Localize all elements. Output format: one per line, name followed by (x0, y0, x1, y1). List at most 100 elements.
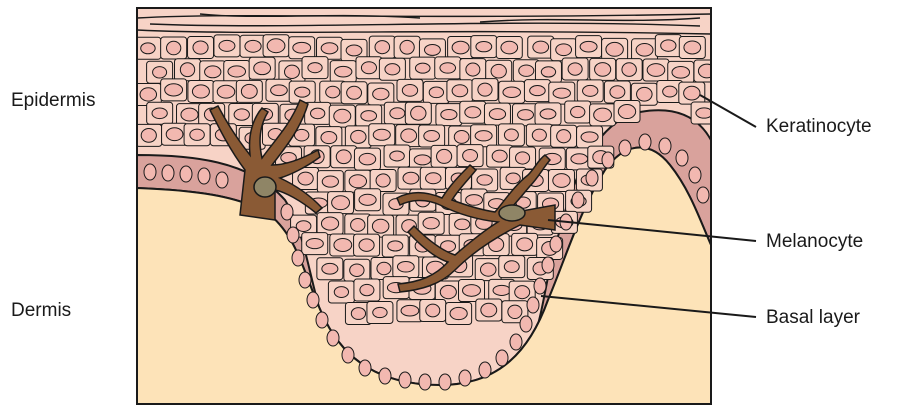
basal-cell-nucleus (534, 278, 546, 294)
keratinocyte-nucleus (400, 40, 414, 54)
keratinocyte-nucleus (571, 106, 585, 117)
keratinocyte-nucleus (663, 86, 677, 97)
keratinocyte-nucleus (332, 196, 350, 210)
basal-cell-nucleus (639, 134, 651, 150)
basal-cell-nucleus (307, 292, 319, 308)
keratinocyte-nucleus (501, 41, 518, 54)
keratinocyte-nucleus (375, 41, 390, 54)
keratinocyte-nucleus (217, 85, 235, 98)
basal-cell-nucleus (292, 250, 304, 266)
keratinocyte-label: Keratinocyte (766, 116, 872, 138)
keratinocyte-nucleus (373, 307, 387, 317)
keratinocyte-nucleus (411, 106, 426, 120)
basal-cell-nucleus (527, 297, 539, 313)
basal-cell-nucleus (327, 330, 339, 346)
basal-cell-nucleus (676, 150, 688, 166)
basal-cell-nucleus (510, 334, 522, 350)
keratinocyte-nucleus (508, 305, 522, 318)
keratinocyte-nucleus (480, 263, 496, 276)
keratinocyte-nucleus (492, 150, 507, 162)
basal-cell-nucleus (359, 360, 371, 376)
keratinocyte-nucleus (326, 86, 340, 98)
basal-cell-nucleus (572, 192, 584, 208)
keratinocyte-nucleus (622, 63, 636, 77)
keratinocyte-nucleus (361, 62, 376, 74)
keratinocyte-nucleus (441, 109, 457, 119)
basal-cell-nucleus (439, 374, 451, 390)
basal-cell-nucleus (399, 372, 411, 388)
keratinocyte-nucleus (285, 65, 300, 78)
keratinocyte-nucleus (296, 221, 311, 232)
keratinocyte-nucleus (334, 287, 348, 298)
keratinocyte-nucleus (504, 261, 519, 273)
keratinocyte-nucleus (636, 44, 653, 57)
keratinocyte-nucleus (465, 107, 481, 118)
keratinocyte-nucleus (361, 111, 377, 121)
keratinocyte-nucleus (475, 131, 492, 141)
keratinocyte-nucleus (517, 238, 533, 251)
keratinocyte-nucleus (403, 172, 419, 184)
basal-cell-nucleus (586, 170, 598, 186)
keratinocyte-nucleus (466, 63, 480, 76)
keratinocyte-nucleus (360, 284, 374, 295)
keratinocyte-nucleus (351, 218, 365, 231)
basal-cell-nucleus (459, 370, 471, 386)
keratinocyte-nucleus (181, 108, 198, 121)
basal-cell-nucleus (198, 168, 210, 184)
keratinocyte-nucleus (152, 108, 167, 119)
keratinocyte-nucleus (308, 63, 322, 73)
keratinocyte-nucleus (637, 87, 653, 101)
melanocyte-left-nucleus (254, 177, 276, 197)
keratinocyte-nucleus (334, 109, 351, 123)
keratinocyte-nucleus (454, 131, 469, 144)
keratinocyte-nucleus (322, 176, 338, 187)
basal-cell-nucleus (697, 187, 709, 203)
keratinocyte-nucleus (541, 67, 555, 77)
basal-cell-nucleus (542, 257, 554, 273)
keratinocyte-nucleus (540, 109, 556, 119)
keratinocyte-nucleus (401, 129, 417, 142)
keratinocyte-nucleus (476, 41, 492, 51)
keratinocyte-nucleus (347, 86, 362, 99)
keratinocyte-nucleus (306, 239, 323, 249)
basal-cell-nucleus (216, 172, 228, 188)
keratinocyte-nucleus (166, 128, 183, 141)
keratinocyte-nucleus (568, 63, 582, 75)
keratinocyte-nucleus (557, 130, 571, 143)
keratinocyte-nucleus (193, 41, 208, 54)
keratinocyte-nucleus (351, 308, 365, 320)
keratinocyte-nucleus (618, 105, 635, 119)
keratinocyte-nucleus (415, 63, 430, 73)
keratinocyte-nucleus (595, 63, 611, 77)
basal-cell-nucleus (342, 347, 354, 363)
keratinocyte-nucleus (426, 304, 440, 317)
keratinocyte-nucleus (376, 174, 390, 187)
keratinocyte-nucleus (359, 239, 374, 251)
keratinocyte-nucleus (553, 88, 570, 98)
keratinocyte-nucleus (385, 64, 400, 75)
keratinocyte-nucleus (503, 87, 521, 97)
keratinocyte-nucleus (610, 86, 625, 99)
keratinocyte-nucleus (397, 262, 414, 272)
keratinocyte-nucleus (402, 85, 417, 97)
keratinocyte-nucleus (440, 285, 456, 298)
dermis-label: Dermis (11, 300, 71, 322)
keratinocyte-nucleus (401, 305, 419, 316)
keratinocyte-nucleus (373, 88, 389, 100)
keratinocyte-nucleus (165, 84, 183, 96)
keratinocyte-nucleus (219, 40, 235, 51)
keratinocyte-nucleus (234, 109, 249, 120)
keratinocyte-nucleus (481, 303, 497, 317)
keratinocyte-nucleus (372, 219, 389, 233)
basal-cell-nucleus (281, 204, 293, 220)
basal-cell-nucleus (619, 140, 631, 156)
keratinocyte-nucleus (377, 262, 391, 274)
keratinocyte-nucleus (267, 39, 285, 53)
keratinocyte-nucleus (515, 286, 530, 299)
keratinocyte-nucleus (350, 264, 364, 277)
keratinocyte-nucleus (661, 40, 676, 51)
keratinocyte-nucleus (606, 42, 623, 56)
keratinocyte-nucleus (190, 129, 204, 140)
keratinocyte-nucleus (506, 173, 520, 184)
